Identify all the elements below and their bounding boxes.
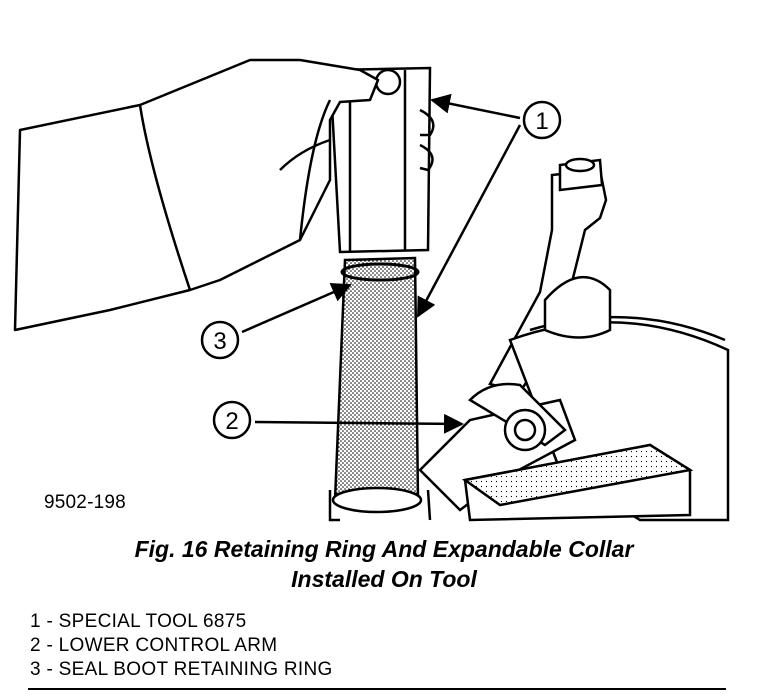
expandable-collar-drawing: [328, 256, 432, 522]
legend-item-lower-control-arm: 2 - LOWER CONTROL ARM: [30, 635, 278, 656]
svg-text:3: 3: [213, 328, 226, 355]
svg-text:1: 1: [535, 108, 548, 135]
figure-caption-line-2: Installed On Tool: [291, 566, 477, 592]
special-tool-drawing: [328, 66, 432, 254]
callout-2: 2: [212, 400, 252, 440]
legend-list: 1 - SPECIAL TOOL 6875 2 - LOWER CONTROL …: [30, 610, 333, 682]
leader-lines: [241, 93, 522, 434]
svg-text:2: 2: [225, 408, 238, 435]
bottom-divider: [28, 688, 726, 690]
legend-item-special-tool: 1 - SPECIAL TOOL 6875: [30, 611, 247, 632]
callout-3: 3: [200, 320, 240, 360]
technical-illustration: 1 3 2: [13, 58, 730, 522]
lower-control-arm-drawing: [418, 157, 730, 522]
figure-id-code: 9502-198: [44, 492, 126, 513]
figure-caption-line-1: Fig. 16 Retaining Ring And Expandable Co…: [134, 536, 634, 562]
callout-1: 1: [522, 100, 562, 140]
hand-drawing: [13, 58, 435, 332]
legend-item-seal-boot-ring: 3 - SEAL BOOT RETAINING RING: [30, 659, 333, 680]
